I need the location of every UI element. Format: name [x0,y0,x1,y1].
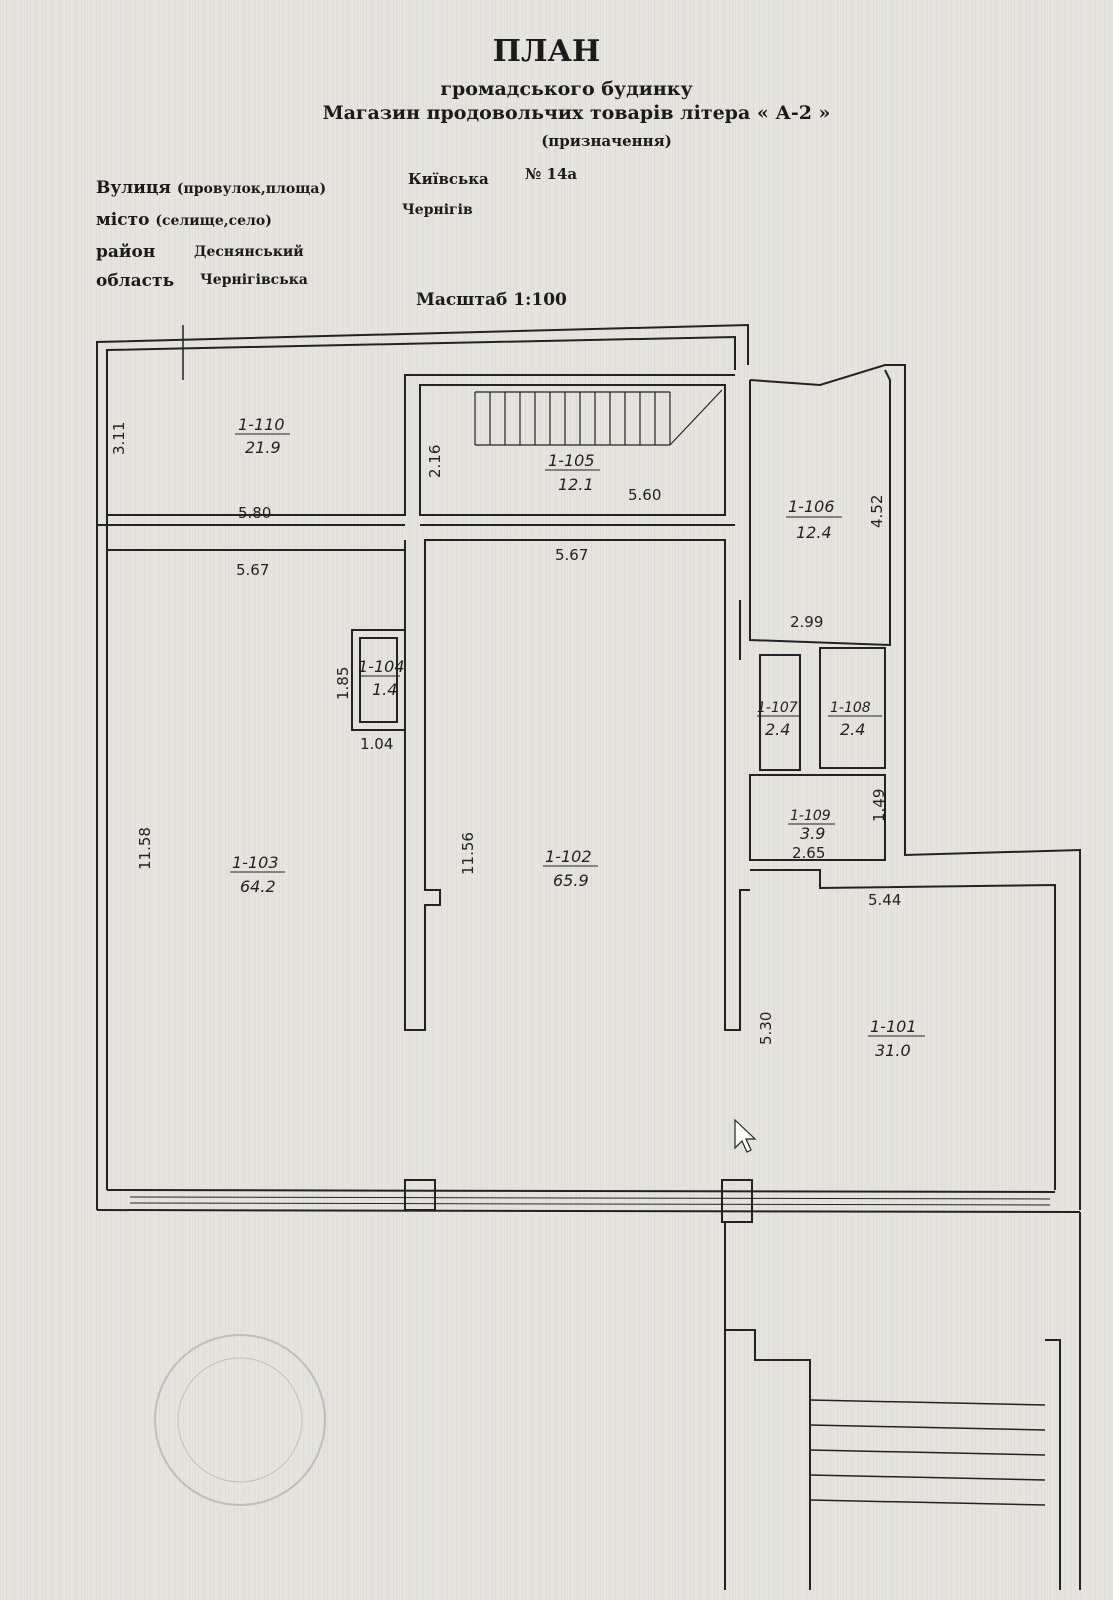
walls [96,323,1081,1590]
plan-purpose: Магазин продовольчих товарів літера « А-… [322,102,831,124]
svg-text:2.16: 2.16 [426,445,444,478]
svg-text:5.44: 5.44 [868,891,901,909]
svg-text:5.80: 5.80 [238,504,271,522]
svg-text:11.56: 11.56 [459,832,477,875]
svg-text:1-109: 1-109 [790,808,831,824]
svg-text:5.67: 5.67 [236,561,269,579]
svg-text:2.65: 2.65 [792,844,825,862]
svg-text:5.67: 5.67 [555,546,588,564]
svg-text:2.4: 2.4 [765,720,790,739]
svg-text:2.99: 2.99 [790,613,823,631]
svg-text:3.11: 3.11 [110,422,128,455]
svg-text:12.1: 12.1 [558,475,594,494]
stair-steps [489,392,656,445]
svg-text:1-102: 1-102 [545,847,592,866]
room-1-110: 1-110 21.9 [235,415,290,457]
svg-text:1-101: 1-101 [870,1017,917,1036]
room-1-101: 1-101 31.0 [868,1017,925,1060]
svg-text:31.0: 31.0 [875,1041,911,1060]
district-value: Деснянський [194,244,304,260]
svg-text:5.30: 5.30 [757,1012,775,1045]
svg-text:1-108: 1-108 [830,700,871,716]
svg-text:12.4: 12.4 [796,523,832,542]
region-value: Чернігівська [200,272,308,288]
svg-text:1-105: 1-105 [548,451,595,470]
svg-text:11.58: 11.58 [136,827,154,870]
plan-purpose-note: (призначення) [541,132,672,150]
svg-text:1-106: 1-106 [788,497,835,516]
svg-text:64.2: 64.2 [240,877,276,896]
svg-text:65.9: 65.9 [553,871,589,890]
svg-text:1-110: 1-110 [238,415,285,434]
svg-text:1-107: 1-107 [757,700,798,716]
dimension-labels: 3.11 5.80 2.16 5.60 4.52 5.67 5.67 2.99 … [110,422,901,1045]
mouse-cursor-icon [734,1118,757,1153]
room-1-103: 1-103 64.2 [230,853,285,896]
svg-text:1.4: 1.4 [372,680,397,699]
svg-text:1-104: 1-104 [358,657,405,676]
stamp [154,1334,326,1506]
room-1-107: 1-107 2.4 [757,700,800,739]
region-label: область [96,271,175,291]
room-1-108: 1-108 2.4 [828,700,882,739]
street-value: Київська [408,170,489,188]
svg-text:2.4: 2.4 [840,720,865,739]
svg-text:4.52: 4.52 [868,495,886,528]
city-value: Чернігів [402,202,473,218]
svg-text:21.9: 21.9 [245,438,281,457]
plan-title: ПЛАН [492,34,601,69]
street-label: Вулиця (провулок,площа) [96,178,327,198]
svg-text:5.60: 5.60 [628,486,661,504]
room-1-105: 1-105 12.1 [545,451,600,494]
svg-text:3.9: 3.9 [800,824,825,843]
house-number: № 14а [525,165,578,183]
room-labels: 1-110 21.9 1-105 12.1 1-106 12.4 1-104 1.4 1… [230,415,925,1060]
district-label: район [96,242,156,262]
room-1-104: 1-104 1.4 [358,657,405,699]
svg-text:1.49: 1.49 [870,789,888,822]
city-label: місто (селище,село) [96,210,272,230]
room-1-106: 1-106 12.4 [786,497,842,542]
svg-text:1-103: 1-103 [232,853,279,872]
scale-label: Масштаб 1:100 [416,290,567,310]
svg-text:1.85: 1.85 [334,667,352,700]
plan-subtitle: громадського будинку [440,78,693,100]
svg-text:1.04: 1.04 [360,735,393,753]
room-1-102: 1-102 65.9 [543,847,598,890]
